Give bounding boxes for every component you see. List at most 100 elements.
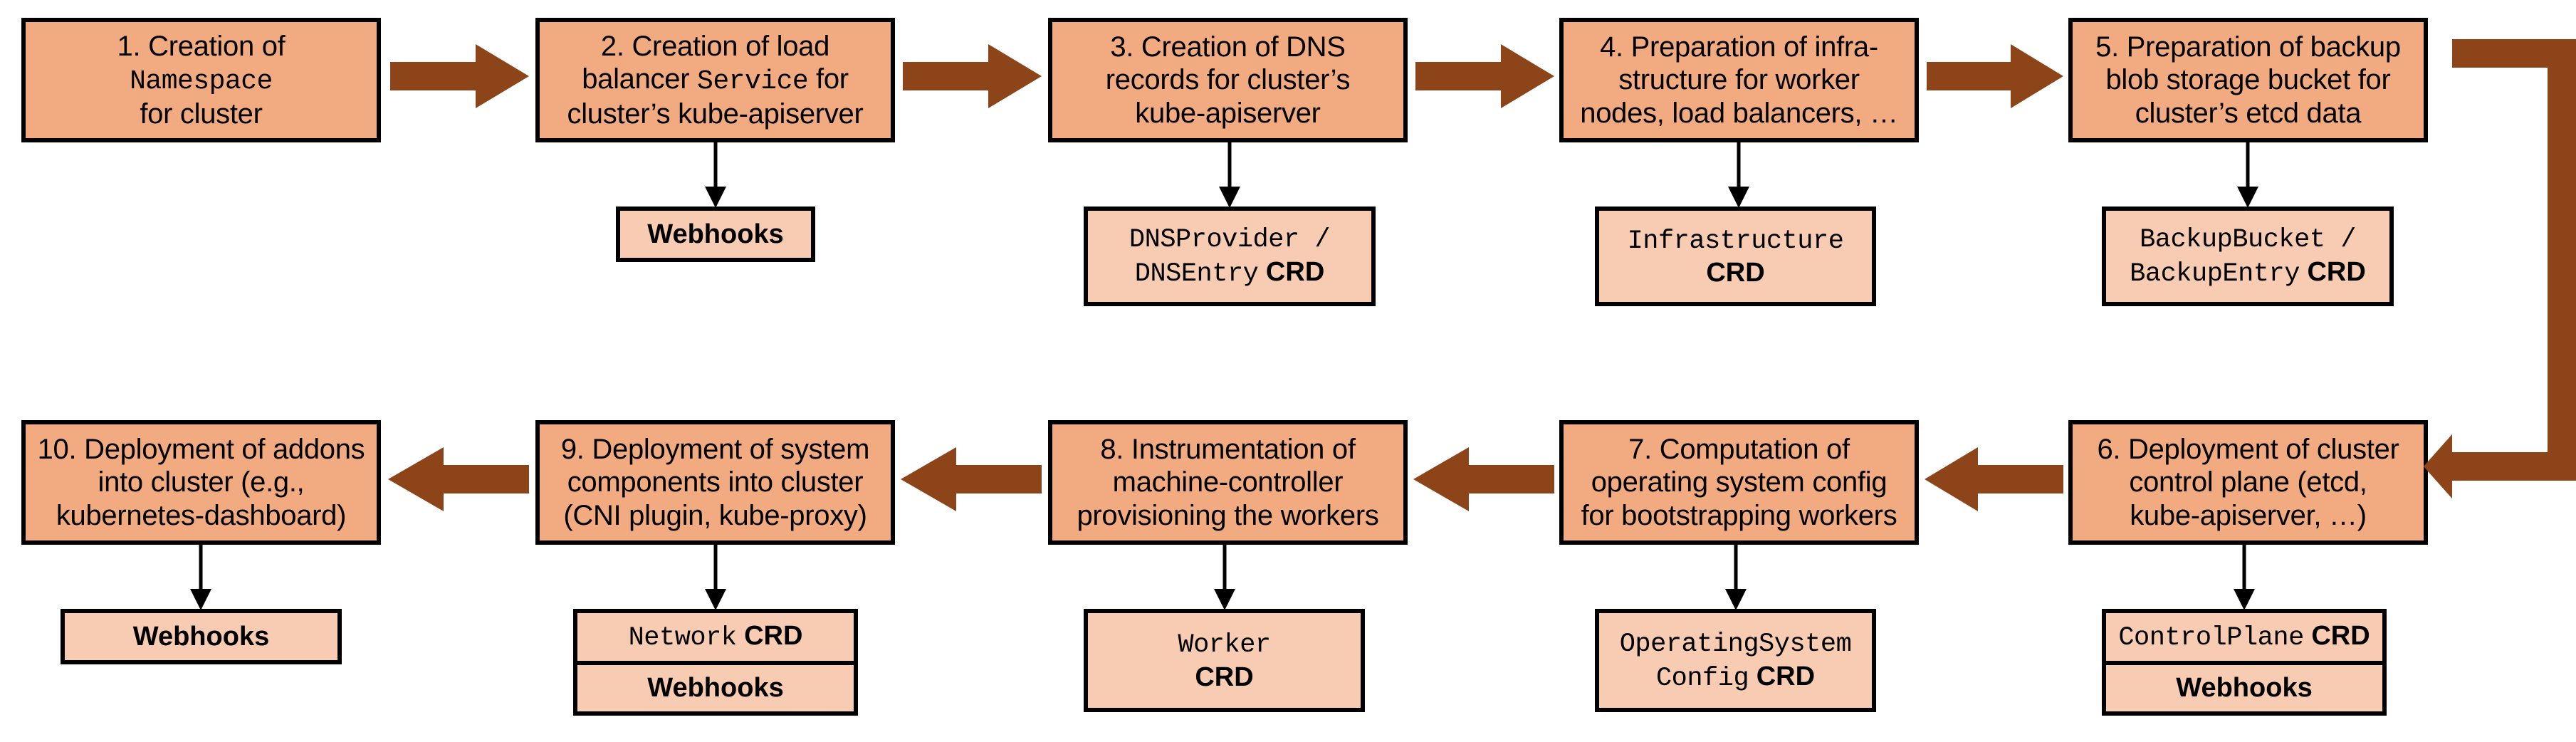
artifact-row: DNSProvider /DNSEntry CRD [1088, 211, 1371, 302]
link-arrow-9-to-network [701, 545, 730, 612]
text-run: Network [628, 622, 737, 653]
text-line: Webhooks [647, 219, 783, 251]
text-run: OperatingSystem [1619, 629, 1852, 659]
text-run: for cluster [140, 98, 263, 130]
text-run: Infrastructure [1627, 226, 1844, 256]
text-run: Worker [1178, 630, 1271, 661]
text-run: kubernetes-dashboard) [56, 499, 347, 531]
text-run: CRD [1749, 661, 1816, 691]
text-run: into cluster (e.g., [98, 466, 305, 498]
text-line: 10. Deployment of addons [38, 433, 365, 466]
text-line: kube-apiserver [1106, 97, 1350, 130]
text-run: records for cluster’s [1105, 64, 1351, 96]
text-line: Config CRD [1620, 661, 1852, 695]
text-run: provisioning the workers [1077, 499, 1379, 531]
artifact-row: BackupBucket /BackupEntry CRD [2106, 211, 2389, 302]
artifact-row: ControlPlane CRD [2106, 613, 2382, 661]
artifact-box-network[interactable]: Network CRD Webhooks [573, 609, 858, 716]
text-line: for cluster [117, 98, 286, 130]
flow-arrow-5-to-6-wrap [2424, 39, 2576, 498]
text-line: 7. Computation of [1581, 433, 1897, 466]
text-run: 3. Creation of DNS [1110, 31, 1346, 63]
text-run: 10. Deployment of addons [37, 433, 365, 465]
link-arrow-5-to-backupbucket [2234, 142, 2262, 210]
text-run: kube-apiserver, …) [2130, 499, 2367, 531]
flow-arrow-8-to-9 [901, 447, 1042, 511]
text-line: cluster’s kube-apiserver [567, 98, 864, 130]
link-arrow-8-to-worker [1210, 545, 1239, 612]
text-run: ControlPlane [2118, 622, 2304, 653]
text-line: 3. Creation of DNS [1106, 31, 1350, 63]
text-run: BackupBucket / [2140, 225, 2356, 256]
text-run: Webhooks [647, 219, 784, 249]
text-run: 1. Creation of [117, 30, 286, 62]
flow-arrow-3-to-4 [1415, 44, 1554, 108]
text-run: cluster’s etcd data [2135, 97, 2362, 129]
text-line: CRD [1628, 257, 1844, 289]
text-line: DNSEntry CRD [1129, 256, 1330, 291]
text-line: components into cluster [561, 466, 869, 498]
text-line: BackupEntry CRD [2130, 256, 2366, 291]
text-run: Service [697, 66, 809, 97]
text-run: CRD [736, 620, 803, 651]
artifact-box-webhooks-10[interactable]: Webhooks [61, 609, 342, 664]
link-arrow-10-to-webhooks [187, 545, 215, 612]
text-run: CRD [2299, 257, 2366, 287]
text-line: control plane (etcd, [2097, 466, 2399, 498]
artifact-box-backupbucket[interactable]: BackupBucket /BackupEntry CRD [2102, 207, 2394, 306]
text-run: balancer [582, 63, 698, 95]
step-box-4[interactable]: 4. Preparation of infra-structure for wo… [1559, 18, 1919, 142]
text-line: 5. Preparation of backup [2095, 31, 2401, 63]
step-4-text: 4. Preparation of infra-structure for wo… [1580, 31, 1898, 130]
artifact-box-webhooks-2[interactable]: Webhooks [616, 207, 815, 262]
text-run: 7. Computation of [1628, 433, 1850, 465]
artifact-row: Webhooks [620, 211, 811, 258]
flow-arrow-1-to-2 [390, 44, 529, 108]
text-run: Config [1655, 663, 1749, 694]
text-line: CRD [1178, 662, 1270, 694]
artifact-row: Webhooks [577, 661, 854, 711]
link-arrow-3-to-dnsprovider [1215, 142, 1244, 210]
text-line: balancer Service for [567, 63, 864, 98]
text-run: blob storage bucket for [2105, 64, 2391, 96]
text-run: DNSProvider / [1129, 225, 1331, 256]
flow-arrow-2-to-3 [903, 44, 1042, 108]
text-run: control plane (etcd, [2129, 466, 2367, 498]
text-run: structure for worker [1618, 64, 1860, 96]
flow-arrow-7-to-8 [1413, 447, 1554, 511]
text-line: Webhooks [2176, 672, 2312, 704]
text-line: Network CRD [629, 620, 803, 654]
text-run: 2. Creation of load [600, 30, 830, 62]
text-line: BackupBucket / [2130, 222, 2366, 256]
text-run: Webhooks [132, 621, 270, 652]
flow-arrow-6-to-7 [1925, 447, 2063, 511]
text-line: cluster’s etcd data [2095, 97, 2401, 130]
text-line: Worker [1178, 627, 1271, 662]
artifact-box-controlplane[interactable]: ControlPlane CRD Webhooks [2102, 609, 2387, 716]
text-run: nodes, load balancers, … [1580, 97, 1898, 129]
text-run: CRD [1706, 258, 1765, 288]
text-run: operating system config [1591, 466, 1888, 498]
artifact-box-dnsprovider[interactable]: DNSProvider /DNSEntry CRD [1084, 207, 1376, 306]
text-line: into cluster (e.g., [38, 466, 365, 498]
text-run: Webhooks [2176, 673, 2313, 704]
text-line: 6. Deployment of cluster [2097, 433, 2399, 466]
